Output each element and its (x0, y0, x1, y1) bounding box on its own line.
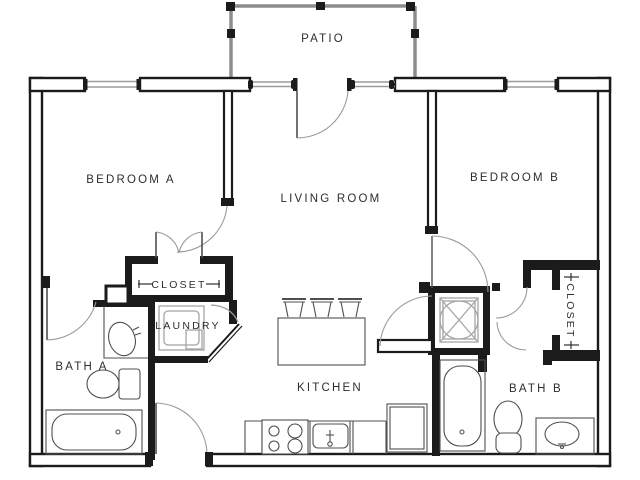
wall-bedroom-b (425, 89, 438, 234)
sink-a-icon (103, 306, 148, 359)
room-label-patio: PATIO (301, 33, 345, 45)
kitchen-island (277, 317, 366, 366)
laundry-angled-door (205, 304, 243, 363)
door-closet-a (155, 231, 203, 258)
kitchen-sink-icon (312, 423, 349, 449)
door-closet-b (495, 286, 528, 319)
room-label-closet-a: CLOSET (151, 279, 206, 291)
closet-a-rod (138, 280, 220, 288)
patio-posts (226, 2, 419, 38)
walls-bath-b (432, 352, 440, 456)
door-kitchen-nook (379, 295, 433, 347)
bathtub-b-icon (439, 359, 486, 452)
patio-sidelite-left (248, 80, 296, 89)
toilet-b-icon (493, 400, 523, 454)
room-label-kitchen: KITCHEN (297, 382, 363, 394)
walls-closet-b (492, 260, 600, 365)
room-label-bath-a: BATH A (55, 361, 108, 373)
refrigerator-icon (386, 403, 428, 453)
range-icon (261, 419, 309, 455)
bar-stools-icon (282, 298, 362, 318)
closet-b-rod (564, 273, 579, 349)
exterior-walls (28, 76, 612, 468)
bathtub-a-icon (45, 409, 143, 455)
closet-niche (104, 284, 130, 306)
room-label-bedroom-a: BEDROOM A (86, 174, 175, 186)
door-entry (145, 402, 213, 466)
toilet-a-icon (86, 368, 141, 400)
wall-bedroom-a (221, 89, 234, 206)
door-bath-a (46, 288, 97, 341)
door-bedroom-a (176, 205, 228, 253)
room-label-bath-b: BATH B (509, 383, 563, 395)
room-label-closet-b: CLOSET (564, 283, 576, 338)
wall-kitchen-nook (376, 338, 434, 354)
patio-sidelite-right (350, 80, 395, 89)
window-bedroom-a (83, 79, 141, 90)
room-label-living-room: LIVING ROOM (281, 193, 382, 205)
sink-b-icon (535, 417, 595, 455)
window-bedroom-b (503, 79, 559, 90)
door-patio (293, 78, 352, 139)
washer-icon (158, 305, 205, 351)
door-bedroom-b (431, 235, 489, 293)
room-label-laundry: LAUNDRY (155, 320, 220, 332)
door-bath-b (496, 321, 527, 351)
water-heater-icon (439, 297, 479, 343)
room-label-bedroom-b: BEDROOM B (470, 172, 560, 184)
